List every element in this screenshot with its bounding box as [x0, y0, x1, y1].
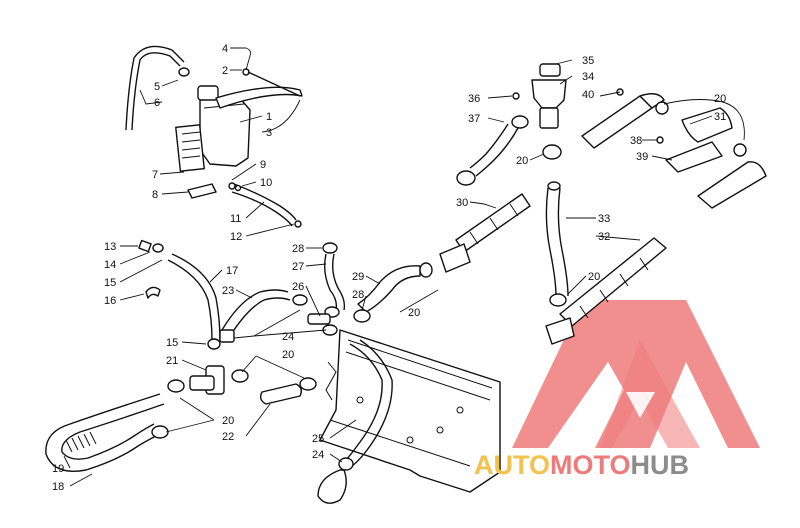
callout-22: 22	[222, 431, 234, 443]
callout-15-b: 15	[166, 337, 178, 349]
watermark-text: AUTOMOTOHUB	[474, 450, 689, 480]
callout-20-d: 20	[516, 155, 528, 167]
callout-33: 33	[598, 213, 610, 225]
callout-38: 38	[630, 135, 642, 147]
heat-exchanger-32	[545, 237, 667, 345]
callout-28-upper: 28	[292, 243, 304, 255]
callout-19: 19	[52, 463, 64, 475]
callout-26: 26	[292, 281, 304, 293]
callout-32: 32	[598, 231, 610, 243]
callout-3: 3	[266, 127, 272, 139]
callout-30: 30	[456, 197, 468, 209]
watermark-moto: MOTO	[550, 450, 631, 480]
callout-20-a: 20	[408, 307, 420, 319]
callout-20-e: 20	[714, 93, 726, 105]
callout-20-f: 20	[588, 271, 600, 283]
callout-28-lower: 28	[352, 289, 364, 301]
callout-4: 4	[222, 43, 228, 55]
callout-21: 21	[166, 355, 178, 367]
callout-16: 16	[104, 295, 116, 307]
callout-23: 23	[222, 285, 234, 297]
callout-7: 7	[152, 169, 158, 181]
callout-40: 40	[582, 89, 594, 101]
callout-18: 18	[52, 481, 64, 493]
callout-10: 10	[260, 177, 272, 189]
coolant-reservoir	[175, 85, 303, 172]
callout-2: 2	[222, 65, 228, 77]
callout-34: 34	[582, 71, 594, 83]
callout-17: 17	[226, 265, 238, 277]
callout-15: 15	[104, 277, 116, 289]
watermark-logo	[512, 300, 760, 448]
callout-20-c: 20	[222, 415, 234, 427]
watermark-hub: HUB	[631, 450, 690, 480]
callout-24-a: 24	[282, 331, 294, 343]
callout-11: 11	[230, 213, 241, 225]
watermark-auto: AUTO	[474, 450, 550, 480]
callout-12: 12	[230, 231, 242, 243]
callout-37: 37	[468, 113, 480, 125]
callout-35: 35	[582, 55, 594, 67]
callout-6: 6	[154, 97, 160, 109]
callout-20-b: 20	[282, 349, 294, 361]
callout-39: 39	[636, 151, 648, 163]
heat-exchanger-31	[581, 93, 767, 209]
callout-31: 31	[714, 111, 726, 123]
callout-labels: 4 2 5 6 1 3 7 9 10 8 11 12 13 14 15 16 1…	[52, 43, 726, 493]
callout-14: 14	[104, 259, 116, 271]
callout-24-b: 24	[312, 449, 324, 461]
callout-13: 13	[104, 241, 116, 253]
callout-9: 9	[260, 159, 266, 171]
heat-exchanger-30	[439, 193, 531, 273]
leader-lines	[63, 47, 745, 487]
callout-8: 8	[152, 189, 158, 201]
callout-29: 29	[352, 271, 364, 283]
callout-5: 5	[154, 81, 160, 93]
callout-25: 25	[312, 433, 324, 445]
callout-36: 36	[468, 93, 480, 105]
callout-1: 1	[266, 111, 272, 123]
mounting-panel	[319, 329, 501, 493]
callout-27: 27	[292, 261, 304, 273]
